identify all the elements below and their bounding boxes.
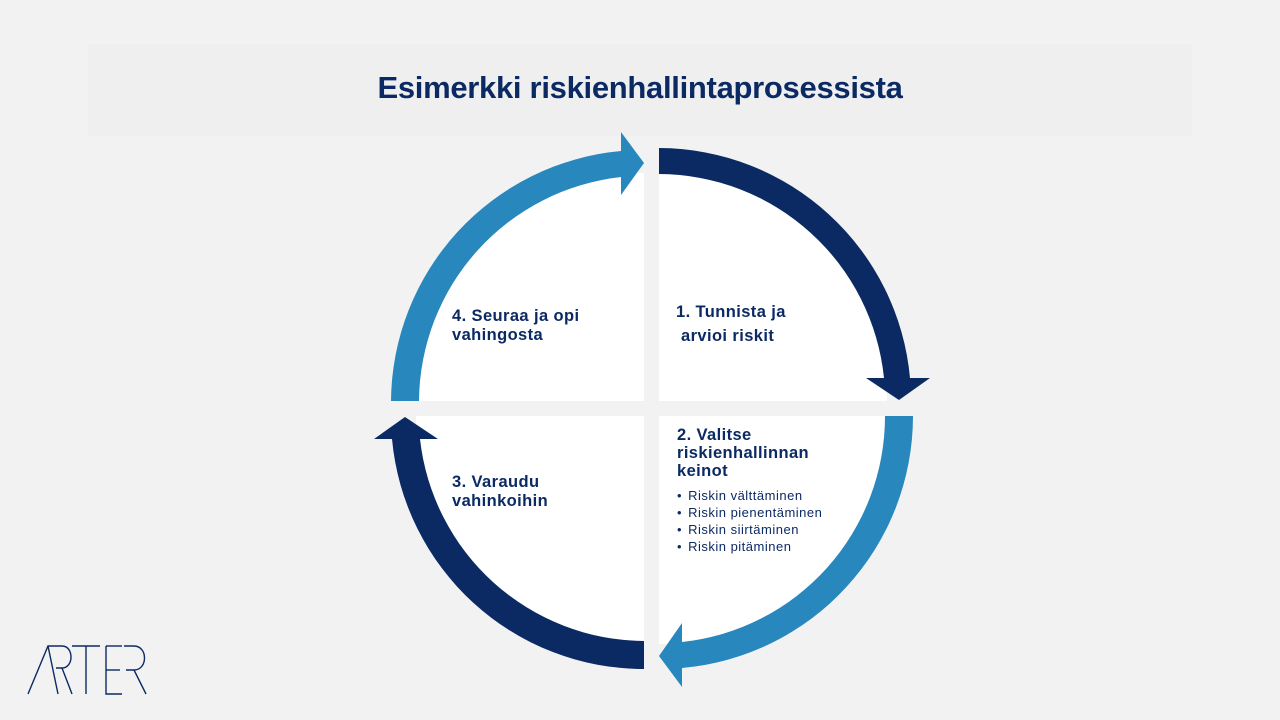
bullet-item: Riskin pienentäminen [677,504,822,521]
quadrant-1 [659,173,887,401]
step-2-line-3: keinot [677,462,728,480]
page-title: Esimerkki riskienhallintaprosessista [377,70,903,105]
title-band [88,44,1192,136]
step-3-line-1: 3. Varaudu [452,473,540,491]
arrow-step-1 [659,148,930,400]
step-1-label: 1. Tunnista ja arvioi riskit [676,303,786,346]
bullet-item: Riskin pitäminen [677,538,822,555]
step-4-line-2: vahingosta [452,326,544,344]
arter-logo-icon [27,645,147,695]
step-1-line-1: 1. Tunnista ja [676,303,786,321]
arrow-step-2 [659,416,913,687]
step-1-line-2: arvioi riskit [681,327,775,345]
step-2-line-1: 2. Valitse [677,426,752,444]
step-3-line-2: vahinkoihin [452,492,549,510]
step-2-label: 2. Valitse riskienhallinnan keinot [677,426,809,481]
step-4-line-1: 4. Seuraa ja opi [452,307,580,325]
step-2-line-2: riskienhallinnan [677,444,810,462]
step-3-label: 3. Varaudu vahinkoihin [452,473,548,511]
arrow-step-4 [391,132,644,401]
arrow-step-3 [374,417,644,669]
quadrant-4 [416,173,644,401]
bullet-item: Riskin siirtäminen [677,521,822,538]
step-2-bullet-list: Riskin välttäminen Riskin pienentäminen … [677,487,822,555]
step-4-label: 4. Seuraa ja opi vahingosta [452,307,579,345]
quadrant-3 [416,416,644,644]
bullet-item: Riskin välttäminen [677,487,822,504]
